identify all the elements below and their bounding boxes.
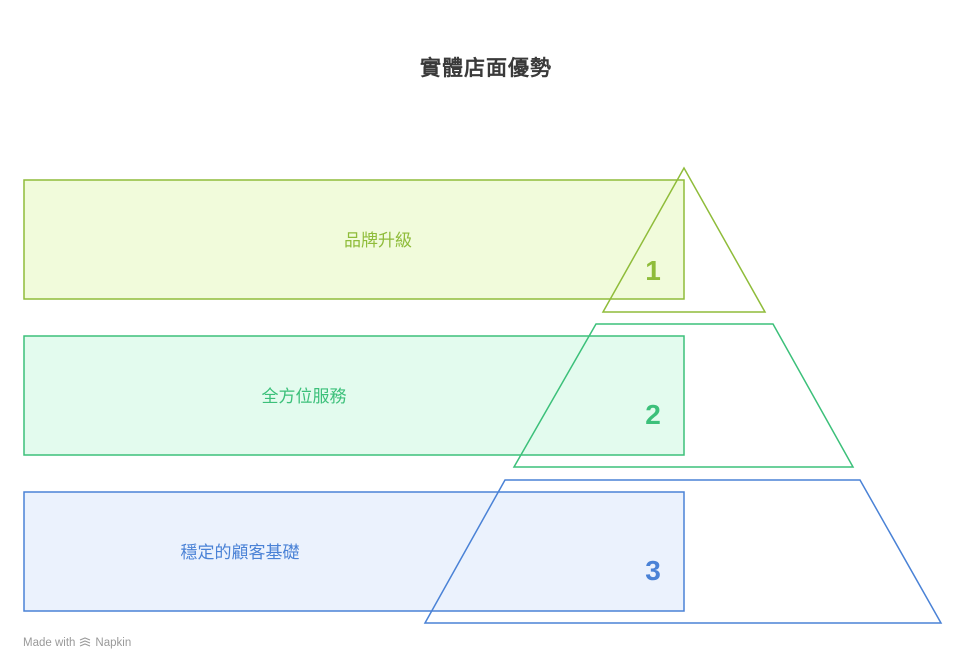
level-2-trapezoid (512, 323, 855, 468)
level-1-triangle (601, 166, 767, 313)
level-3-label: 穩定的顧客基礎 (181, 543, 300, 563)
footer-attribution: Made with Napkin (23, 637, 131, 649)
napkin-logo-icon (80, 637, 91, 647)
level-2-number: 2 (645, 399, 661, 430)
pyramid-level-3: 穩定的顧客基礎 3 (23, 479, 943, 624)
diagram-title: 實體店面優勢 (420, 56, 552, 80)
pyramid-level-2: 全方位服務 2 (23, 323, 855, 468)
level-3-box (23, 491, 685, 612)
pyramid-level-1: 品牌升級 1 (23, 166, 767, 313)
level-3-number: 3 (645, 555, 661, 586)
level-1-label: 品牌升級 (344, 231, 412, 251)
level-3-trapezoid (423, 479, 943, 624)
level-1-box (23, 179, 685, 300)
level-2-box (23, 335, 685, 456)
napkin-brand-text: Napkin (95, 637, 132, 649)
made-with-text: Made with (23, 637, 76, 649)
level-2-label: 全方位服務 (262, 387, 347, 407)
level-1-number: 1 (645, 255, 661, 286)
